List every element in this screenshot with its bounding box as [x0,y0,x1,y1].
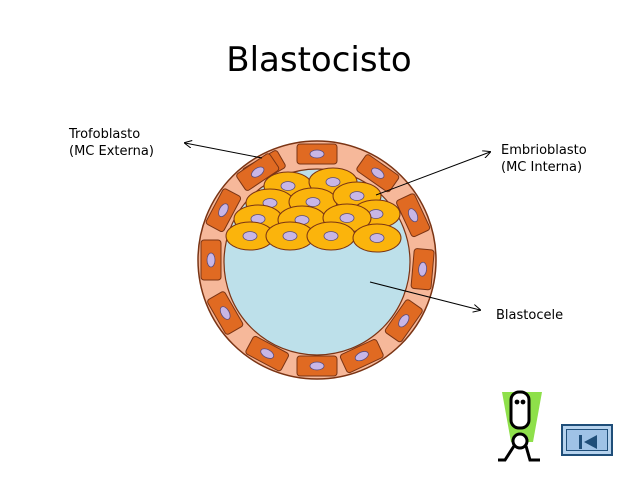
label-trofoblasto-line1: Trofoblasto [69,127,141,142]
trophoblast-cell [207,291,244,335]
trophoblast-cell [236,153,280,191]
embryoblast-cell [225,221,275,251]
label-blastocele: Blastocele [496,308,564,323]
embryoblast-cell [306,221,356,251]
trophoblast-cell [245,335,289,372]
trophoblast-cell [384,299,423,343]
label-embrioblasto: Embrioblasto (MC Interna) [501,142,587,176]
page-title: Blastocisto [226,40,412,80]
label-embrioblasto-line2: (MC Interna) [501,160,583,175]
trophoblast-cell [396,193,431,238]
back-to-start-button[interactable] [561,424,613,456]
label-trofoblasto: Trofoblasto (MC Externa) [69,126,154,160]
exclamation-mascot-icon [498,390,542,462]
label-embrioblasto-line1: Embrioblasto [501,143,587,158]
inner-cell-mass [225,167,402,253]
trophoblast-cell [200,239,222,281]
embryoblast-cell [352,223,402,253]
trophoblast-cell [339,339,384,374]
pointer-embrioblasto [375,152,490,196]
trophoblast-cell [410,248,435,291]
trophoblast-cell [296,355,338,377]
back-button-face [566,429,608,451]
pointer-blastocele [369,281,480,310]
trophoblast-cell [356,154,400,193]
pointer-trofoblasto [185,143,263,159]
trophoblast-cell [296,143,338,165]
back-to-start-icon [579,435,597,449]
label-trofoblasto-line2: (MC Externa) [69,144,154,159]
trophoblast-cell [205,188,242,232]
